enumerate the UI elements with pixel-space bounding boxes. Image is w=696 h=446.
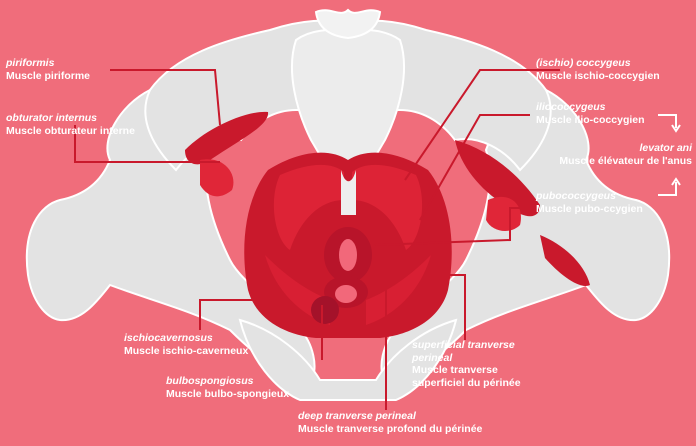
label-obturator-internus: obturator internus Muscle obturateur int… — [6, 112, 135, 137]
french-piriformis: Muscle piriforme — [6, 70, 90, 83]
label-piriformis: piriformis Muscle piriforme — [6, 57, 90, 82]
left-obturator-muscle — [200, 159, 233, 196]
label-deep-transverse-perineal: deep tranverse perineal Muscle tranverse… — [298, 410, 482, 435]
label-ischio-coccygeus: (ischio) coccygeus Muscle ischio-coccygi… — [536, 57, 660, 82]
french-superficial-transverse-line1: Muscle tranverse — [412, 364, 521, 377]
label-iliococcygeus: iliococcygeus Muscle ilio-coccygien — [536, 101, 645, 126]
label-superficial-transverse-perineal: superficial tranverse perineal Muscle tr… — [412, 339, 521, 389]
label-bulbospongiosus: bulbospongiosus Muscle bulbo-spongieux — [166, 375, 289, 400]
latin-deep-transverse: deep tranverse perineal — [298, 410, 482, 423]
french-levator-ani: Muscle élévateur de l'anus — [559, 155, 692, 168]
latin-obturator-internus: obturator internus — [6, 112, 135, 125]
latin-levator-ani: levator ani — [559, 142, 692, 155]
french-iliococcygeus: Muscle ilio-coccygien — [536, 114, 645, 127]
label-levator-ani: levator ani Muscle élévateur de l'anus — [559, 142, 692, 167]
french-pubococcygeus: Muscle pubo-ccygien — [536, 203, 643, 216]
latin-superficial-transverse-line2: perineal — [412, 352, 521, 365]
label-ischiocavernosus: ischiocavernosus Muscle ischio-caverneux — [124, 332, 248, 357]
french-ischiocavernosus: Muscle ischio-caverneux — [124, 345, 248, 358]
latin-pubococcygeus: pubococcygeus — [536, 190, 643, 203]
latin-bulbospongiosus: bulbospongiosus — [166, 375, 289, 388]
latin-piriformis: piriformis — [6, 57, 90, 70]
latin-superficial-transverse-line1: superficial tranverse — [412, 339, 521, 352]
latin-ischio-coccygeus: (ischio) coccygeus — [536, 57, 660, 70]
latin-iliococcygeus: iliococcygeus — [536, 101, 645, 114]
french-obturator-internus: Muscle obturateur interne — [6, 125, 135, 138]
french-bulbospongiosus: Muscle bulbo-spongieux — [166, 388, 289, 401]
latin-ischiocavernosus: ischiocavernosus — [124, 332, 248, 345]
french-ischio-coccygeus: Muscle ischio-coccygien — [536, 70, 660, 83]
french-deep-transverse: Muscle tranverse profond du périnée — [298, 423, 482, 436]
label-pubococcygeus: pubococcygeus Muscle pubo-ccygien — [536, 190, 643, 215]
french-superficial-transverse-line2: superficiel du périnée — [412, 377, 521, 390]
